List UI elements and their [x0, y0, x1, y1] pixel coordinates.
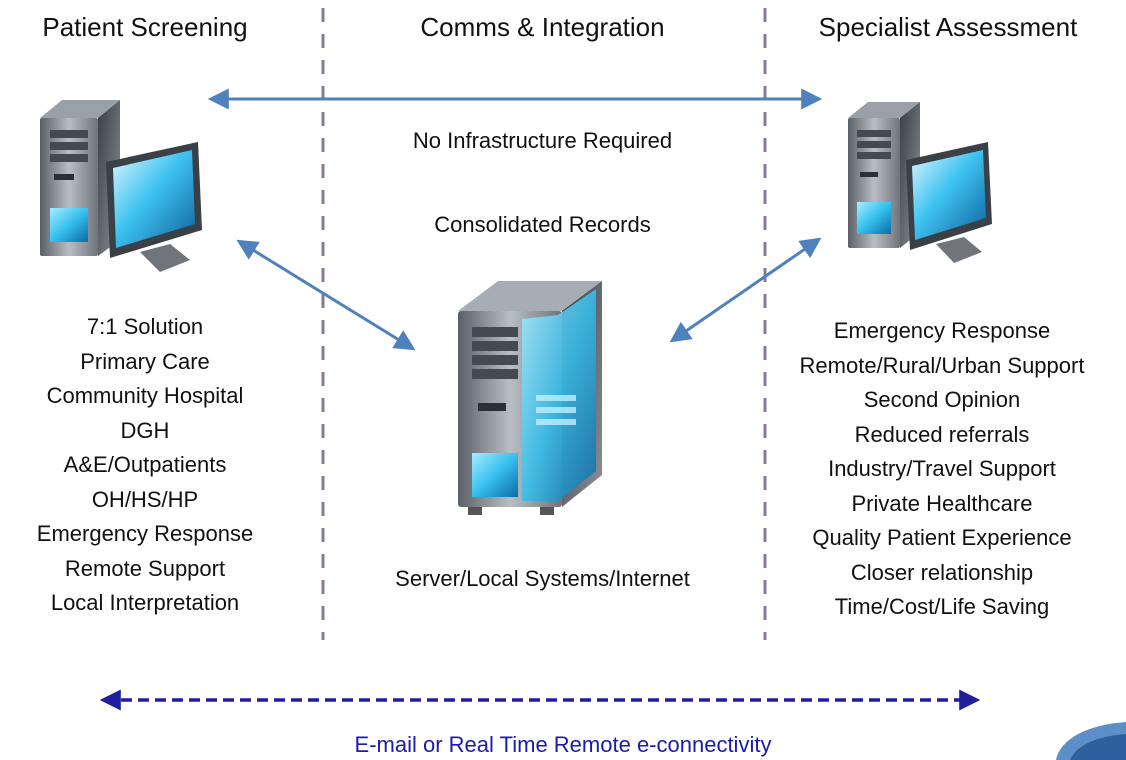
list-item: Industry/Travel Support	[828, 456, 1056, 481]
list-item: Emergency Response	[833, 318, 1051, 343]
server-tower-icon	[458, 281, 602, 515]
column-title-patient-screening: Patient Screening	[42, 12, 248, 42]
specialist-assessment-list: Emergency Response Remote/Rural/Urban Su…	[762, 314, 1122, 625]
right-computer-icon	[848, 102, 992, 263]
arrow-right-server	[669, 237, 822, 343]
list-item: Primary Care	[80, 348, 210, 374]
column-title-specialist-assessment: Specialist Assessment	[818, 12, 1078, 42]
list-item: Closer relationship	[850, 559, 1034, 585]
column-title-comms-integration: Comms & Integration	[420, 12, 665, 42]
list-item: Private Healthcare	[851, 490, 1033, 516]
list-item: Emergency Response	[36, 521, 254, 546]
list-item: A&E/Outpatients	[63, 452, 227, 477]
patient-screening-list: 7:1 Solution Primary Care Community Hosp…	[0, 310, 290, 621]
left-computer-icon	[40, 100, 202, 272]
list-item: Local Interpretation	[50, 590, 240, 615]
list-item: Community Hospital	[46, 383, 244, 408]
list-item: DGH	[120, 417, 170, 443]
list-item: Reduced referrals	[854, 421, 1030, 447]
corner-logo-icon	[1056, 722, 1126, 760]
list-item: OH/HS/HP	[91, 486, 199, 512]
label-no-infrastructure: No Infrastructure Required	[412, 128, 673, 153]
list-item: Second Opinion	[863, 387, 1021, 412]
arrow-left-server	[236, 239, 416, 351]
label-consolidated-records: Consolidated Records	[434, 212, 651, 237]
list-item: Time/Cost/Life Saving	[834, 594, 1050, 619]
list-item: Quality Patient Experience	[812, 525, 1072, 550]
label-server-systems: Server/Local Systems/Internet	[395, 566, 690, 591]
list-item: 7:1 Solution	[86, 314, 204, 339]
bottom-caption: E-mail or Real Time Remote e-connectivit…	[354, 732, 772, 757]
list-item: Remote Support	[64, 555, 226, 581]
list-item: Remote/Rural/Urban Support	[799, 352, 1085, 378]
